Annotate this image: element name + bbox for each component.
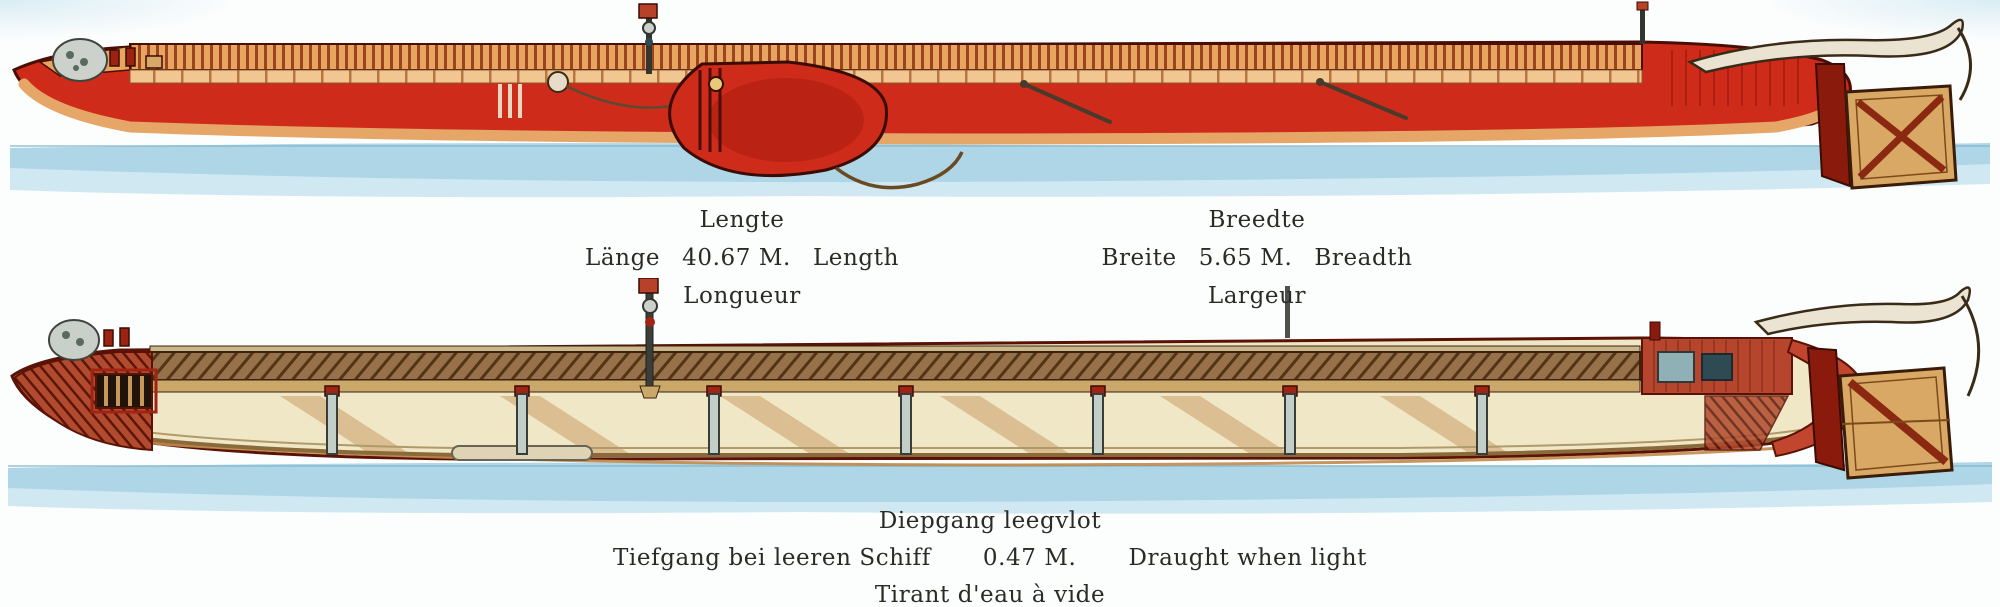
label-draught-value: 0.47 M. <box>982 545 1077 571</box>
label-breadth-value-line: Breite 5.65 M. Breadth <box>1101 244 1412 272</box>
bow-ornament <box>52 38 163 82</box>
bow-ornament <box>48 319 100 361</box>
mast <box>638 3 658 74</box>
label-length-german: Länge <box>584 245 661 271</box>
rudder-stock <box>1814 63 1852 188</box>
winch-block <box>547 71 569 93</box>
leeboard <box>668 60 964 190</box>
rudder-brace <box>1857 94 1945 180</box>
label-draught-german: Tiefgang bei leeren Schiff <box>612 545 931 571</box>
rudder-stock <box>1806 346 1846 472</box>
bow-bollard <box>125 47 136 67</box>
figure-longitudinal-section <box>8 278 1992 514</box>
tiller <box>1686 18 1972 101</box>
hull-pump-marks <box>498 71 701 118</box>
label-draught-value-line: Tiefgang bei leeren Schiff 0.47 M. Draug… <box>613 545 1367 571</box>
label-draught-french: Tirant d'eau à vide <box>874 582 1106 607</box>
flag-staff <box>1285 286 1290 338</box>
mast-pulley <box>642 21 656 35</box>
deck-planking <box>38 43 1643 84</box>
hull-waterline-band <box>18 78 1852 145</box>
deck-section <box>149 345 1641 393</box>
stern-pole <box>1640 6 1645 44</box>
mast <box>638 278 661 399</box>
cabin-window <box>1701 353 1733 381</box>
label-length-english: Length <box>812 245 900 271</box>
label-breadth-french: Largeur <box>1207 283 1307 309</box>
bow-bollard <box>119 327 130 347</box>
label-length-dutch: Lengte <box>699 207 785 233</box>
label-length-french: Longueur <box>683 283 801 309</box>
sounding-poles <box>1020 78 1408 124</box>
leeboard-pivot <box>708 76 724 92</box>
rudder <box>1814 63 1958 190</box>
label-breadth: Breedte Breite 5.65 M. Breadth Largeur <box>1007 206 1507 310</box>
label-breadth-english: Breadth <box>1314 245 1413 271</box>
figure-side-elevation <box>10 1 1990 198</box>
label-draught: Diepgang leegvlot Tiefgang bei leeren Sc… <box>590 508 1390 607</box>
leeboard-rope <box>834 151 964 190</box>
mast-pulley <box>642 298 658 314</box>
label-length-value: 40.67 M. <box>682 245 791 271</box>
label-draught-dutch: Diepgang leegvlot <box>878 508 1102 534</box>
stern <box>1636 1 1799 106</box>
cabin-window <box>1657 351 1695 383</box>
label-draught-english: Draught when light <box>1128 545 1368 571</box>
tiller-rope <box>1956 27 1972 101</box>
tiller-rope <box>1960 295 1981 397</box>
bow-section <box>12 319 158 452</box>
stovepipe <box>1649 321 1661 341</box>
tiller <box>1753 286 1981 397</box>
label-breadth-german: Breite <box>1101 245 1177 271</box>
water <box>8 462 1992 514</box>
label-length: Lengte Länge 40.67 M. Length Longueur <box>492 206 992 310</box>
water <box>10 143 1990 198</box>
label-breadth-value: 5.65 M. <box>1198 245 1293 271</box>
label-length-value-line: Länge 40.67 M. Length <box>585 244 899 272</box>
label-breadth-dutch: Breedte <box>1208 207 1306 233</box>
rudder <box>1806 346 1954 480</box>
bow-bollard <box>109 49 120 67</box>
bow-bollard <box>103 329 114 347</box>
